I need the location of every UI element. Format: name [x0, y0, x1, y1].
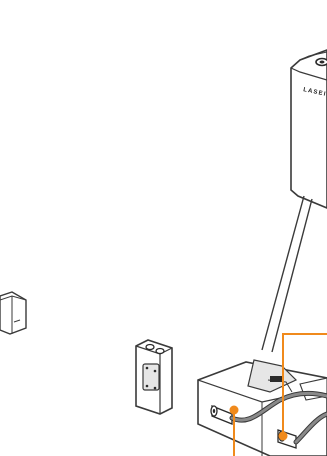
connector-module — [135, 339, 173, 415]
laser-head: LASEI — [290, 49, 327, 209]
callout-dot-2 — [229, 405, 239, 415]
cables — [229, 390, 327, 445]
callout-dot-1 — [278, 431, 288, 441]
callout-lines — [229, 333, 327, 456]
support-pole — [261, 195, 313, 353]
callout-line-1 — [282, 333, 327, 434]
brand-label: LASEI — [303, 87, 327, 98]
left-device-box — [0, 291, 27, 335]
